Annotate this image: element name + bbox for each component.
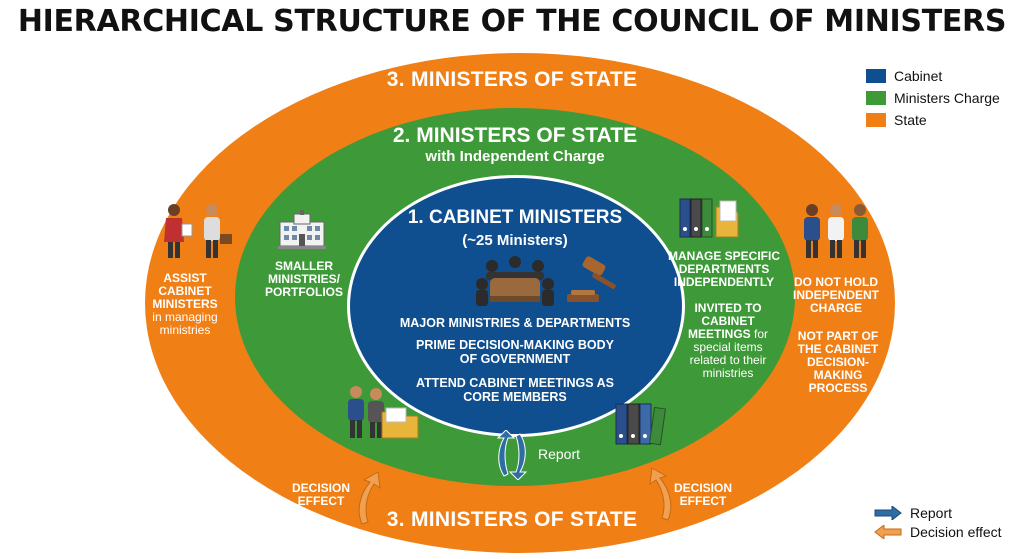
arrow-legend-item-report: Report — [874, 503, 1002, 522]
report-label: Report — [538, 446, 581, 462]
inner-line-1: MAJOR MINISTRIES & DEPARTMENTS — [399, 316, 631, 330]
gavel-icon — [567, 256, 616, 302]
middle-right-bold: INVITED TO CABINET MEETINGS — [687, 301, 762, 341]
decision-effect-left-label: DECISION EFFECT — [291, 481, 350, 508]
bookshelf-binders-icon — [615, 403, 667, 446]
group-of-officials-icon — [804, 204, 868, 258]
legend-swatch-state — [866, 113, 886, 127]
outer-label-bottom: 3. MINISTERS OF STATE — [386, 508, 638, 531]
inner-sublabel: (~25 Ministers) — [462, 232, 568, 249]
outer-label-top: 3. MINISTERS OF STATE — [386, 68, 638, 91]
legend-label: Cabinet — [894, 68, 943, 84]
outer-left-text: ASSIST CABINET MINISTERS in managing min… — [146, 272, 224, 337]
binders-icon — [679, 198, 739, 238]
government-building-icon — [278, 210, 326, 249]
report-arrows-icon — [496, 430, 528, 480]
outer-right-text-2: NOT PART OF THE CABINET DECISION-MAKING … — [797, 329, 879, 395]
outer-left-bold: ASSIST CABINET MINISTERS — [152, 271, 218, 311]
middle-right-normal: for special items related to their minis… — [689, 327, 769, 380]
legend-swatch-cabinet — [866, 69, 886, 83]
decision-effect-right-arrow-icon — [649, 467, 672, 521]
outer-right-text-1: DO NOT HOLD INDEPENDENT CHARGE — [792, 275, 879, 315]
decision-effect-left-arrow-icon — [358, 471, 381, 525]
middle-label: 2. MINISTERS OF STATE — [392, 124, 638, 147]
legend-swatch-ministers-charge — [866, 91, 886, 105]
arrow-legend: Report Decision effect — [874, 503, 1002, 541]
arrow-legend-label: Report — [910, 504, 953, 521]
middle-right-text-2: INVITED TO CABINET MEETINGS for special … — [680, 302, 776, 380]
assisting-people-icon — [164, 204, 232, 258]
decision-arrow-icon — [874, 524, 902, 539]
legend-label: State — [894, 112, 927, 128]
arrow-legend-label: Decision effect — [910, 523, 1002, 540]
middle-right-text-1: MANAGE SPECIFIC DEPARTMENTS INDEPENDENTL… — [667, 249, 780, 289]
middle-left-text: SMALLER MINISTRIES/ PORTFOLIOS — [265, 259, 343, 299]
people-with-folder-icon — [348, 386, 419, 439]
legend-item-cabinet: Cabinet — [866, 65, 1000, 87]
inner-line-2: PRIME DECISION-MAKING BODY OF GOVERNMENT — [416, 338, 614, 366]
cabinet-ministers-core — [347, 175, 685, 437]
report-arrow-icon — [874, 505, 902, 520]
legend-item-ministers-charge: Ministers Charge — [866, 87, 1000, 109]
legend-item-state: State — [866, 109, 1000, 131]
legend-label: Ministers Charge — [894, 90, 1000, 106]
middle-sublabel: with Independent Charge — [425, 148, 605, 165]
inner-line-3: ATTEND CABINET MEETINGS AS CORE MEMBERS — [416, 376, 614, 404]
outer-left-normal: in managing ministries — [152, 310, 218, 337]
meeting-table-icon — [476, 256, 554, 306]
color-legend: Cabinet Ministers Charge State — [866, 65, 1000, 131]
arrow-legend-item-decision: Decision effect — [874, 522, 1002, 541]
inner-label: 1. CABINET MINISTERS — [407, 207, 623, 228]
page-title: HIERARCHICAL STRUCTURE OF THE COUNCIL OF… — [17, 4, 1007, 39]
decision-effect-right-label: DECISION EFFECT — [673, 481, 732, 508]
